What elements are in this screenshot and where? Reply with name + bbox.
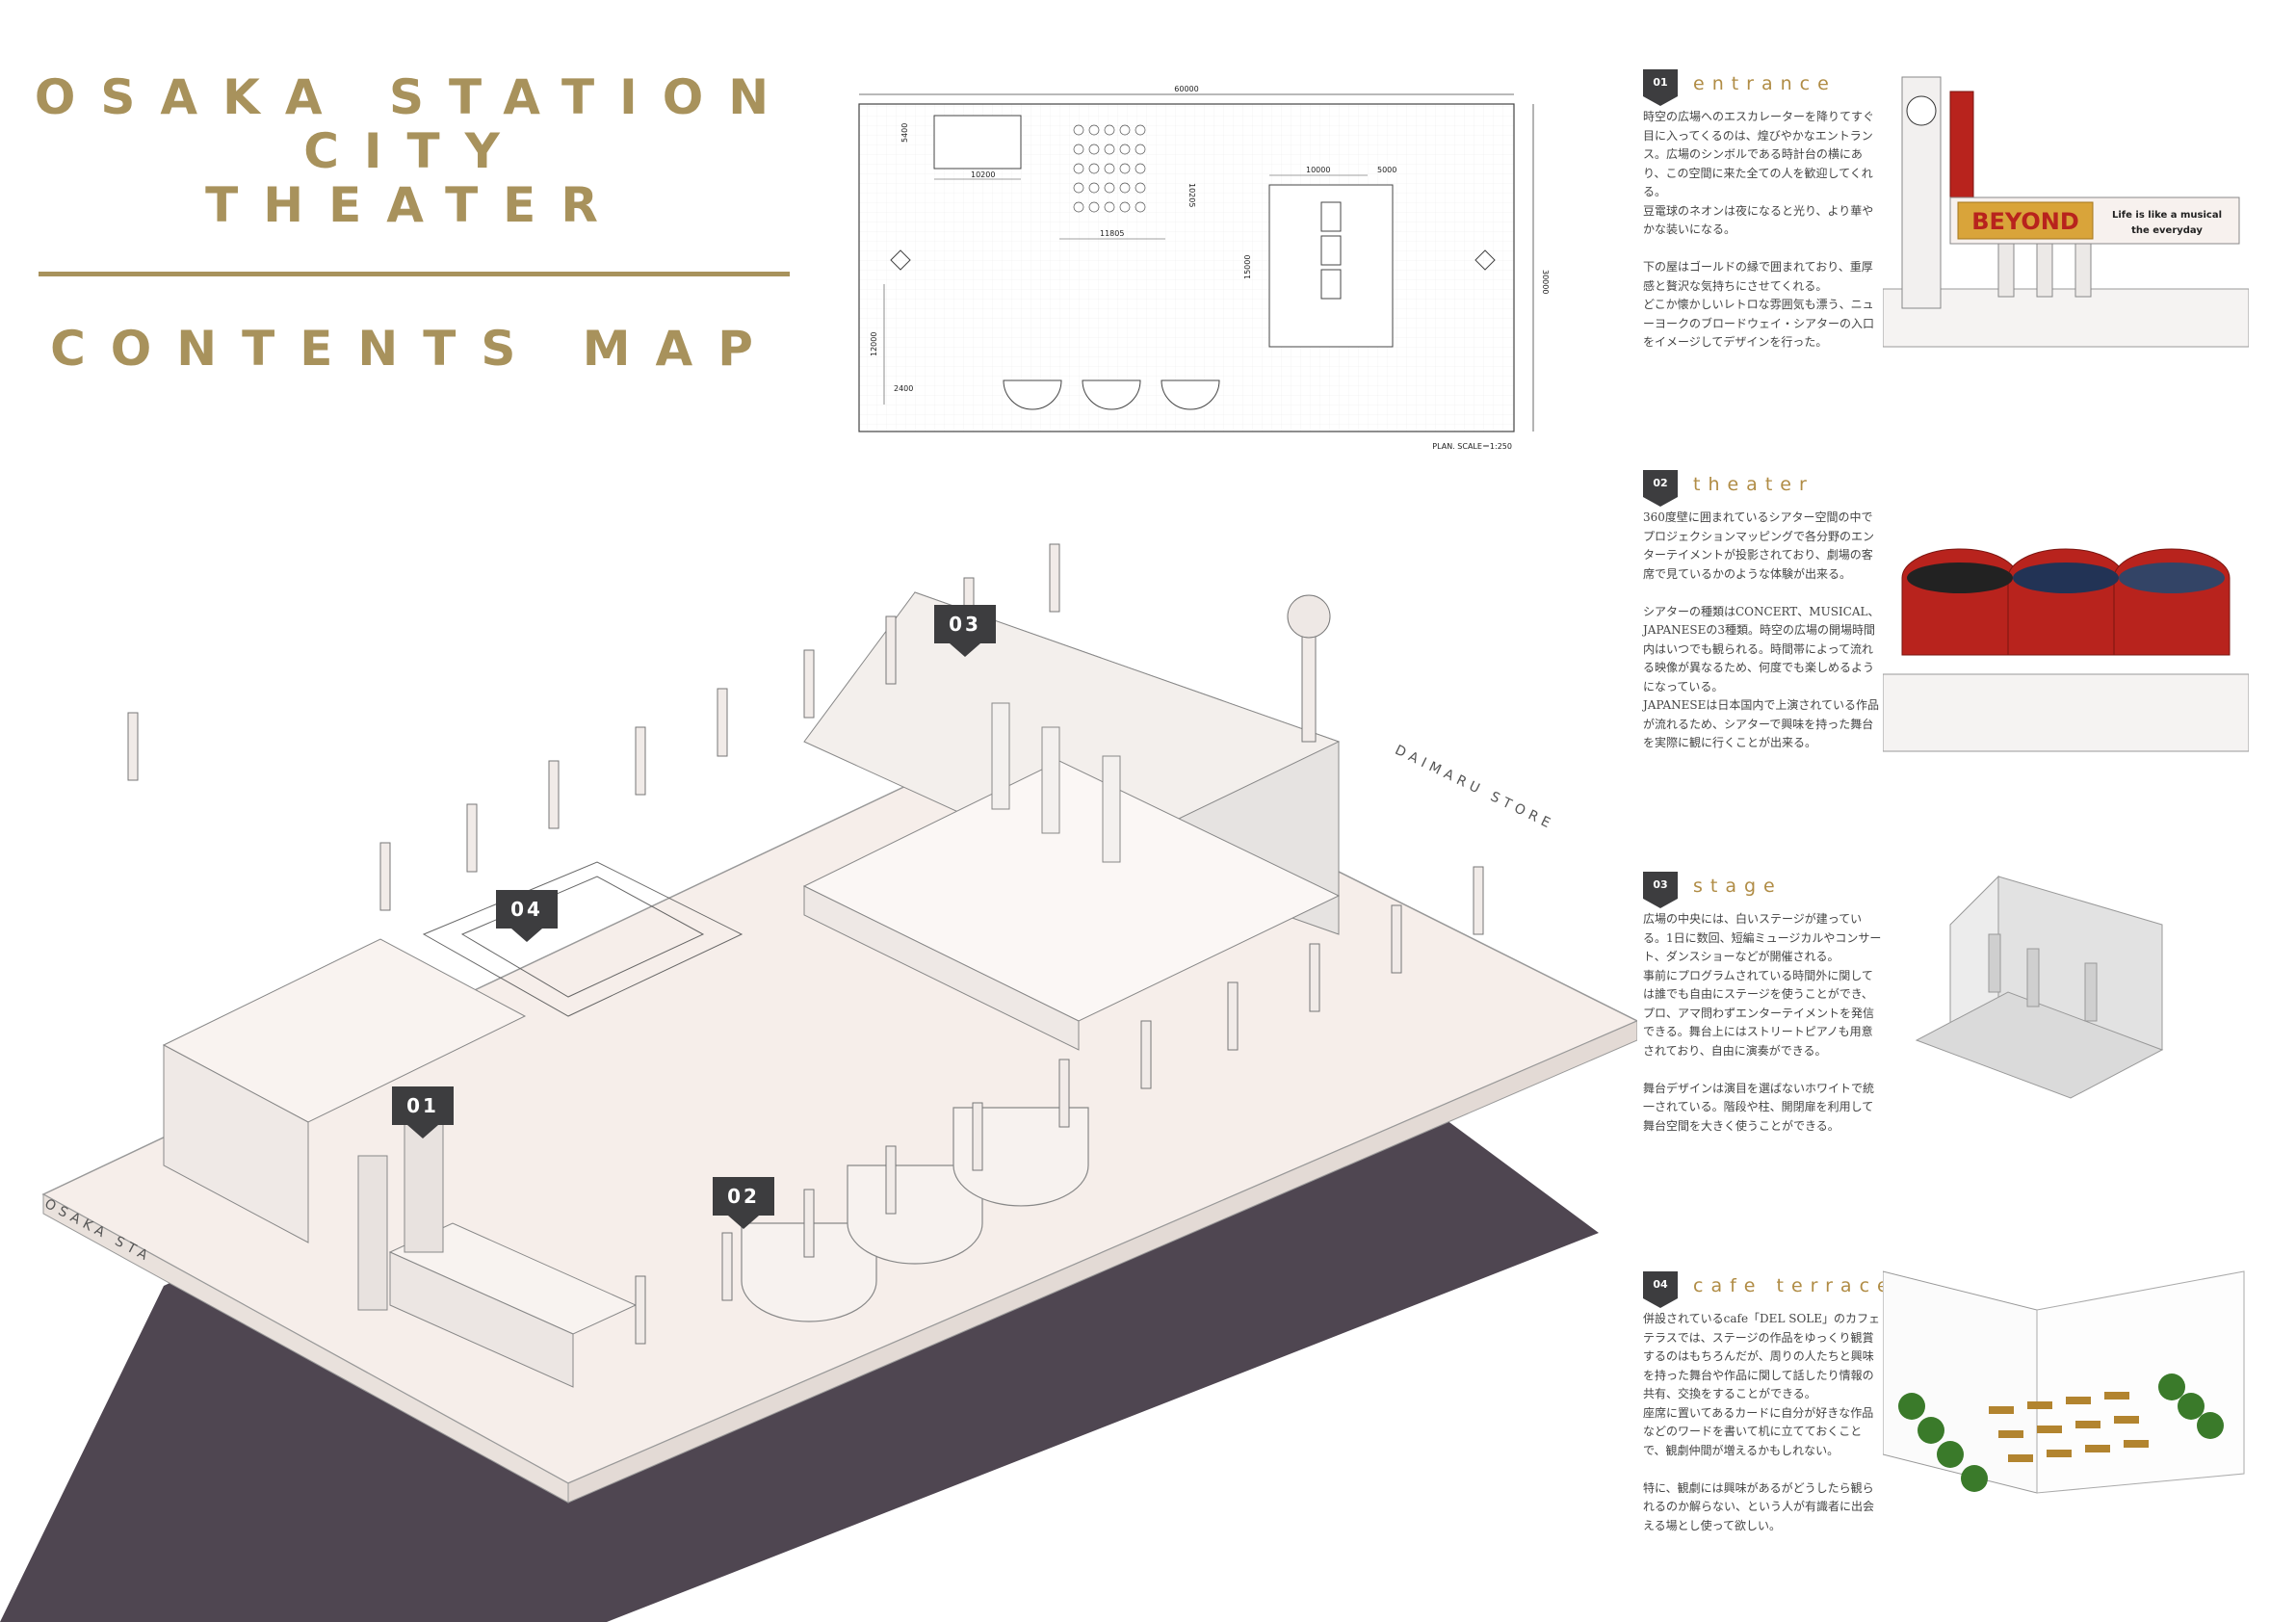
clock-tower: [357, 1155, 388, 1311]
entrance-sign-main: BEYOND: [1971, 208, 2079, 235]
section-03-title: stage: [1693, 876, 1783, 897]
section-03-body: 広場の中央には、白いステージが建っている。1日に数回、短編ミュージカルやコンサー…: [1643, 912, 1882, 1133]
section-04-number: 04: [1643, 1271, 1678, 1308]
section-01-number: 01: [1643, 69, 1678, 106]
plan-dim-1: 5400: [900, 123, 909, 143]
theater-pods: [741, 1107, 1089, 1322]
section-04-title: cafe terrace: [1693, 1275, 1896, 1296]
plan-dim-4: 11805: [1100, 229, 1124, 238]
plan-dim-3: 10205: [1187, 183, 1196, 207]
section-01-title: entrance: [1693, 73, 1837, 94]
plan-dim-7: 15000: [1243, 255, 1252, 279]
plan-seating: [1073, 124, 1146, 213]
section-02-title: theater: [1693, 474, 1814, 495]
title-line-2: CITY: [303, 123, 525, 179]
plan-dim-0: 60000: [1174, 85, 1198, 93]
marker-03: 03: [934, 605, 996, 657]
cafe-illustration: [1883, 1270, 2245, 1494]
plan-dim-2: 10200: [971, 170, 995, 179]
entrance-illustration: BEYOND Life is like a musical the everyd…: [1883, 76, 2249, 348]
subtitle: CONTENTS MAP: [50, 321, 778, 377]
plan-dim-9: 12000: [870, 332, 878, 356]
section-03-number: 03: [1643, 872, 1678, 908]
isometric-map: [0, 543, 1637, 1622]
section-04-body: 併設されているcafe「DEL SOLE」のカフェテラスでは、ステージの作品をゆ…: [1643, 1312, 1881, 1532]
section-02-body: 360度壁に囲まれているシアター空間の中でプロジェクションマッピングで各分野のエ…: [1643, 510, 1880, 749]
title-line-3: THEATER: [205, 177, 623, 233]
theater-illustration: [1883, 548, 2249, 752]
clock-icon: [1906, 95, 1937, 126]
plan-dim-10: 2400: [894, 384, 913, 393]
stage-illustration: [1915, 875, 2164, 1099]
marker-01: 01: [392, 1086, 454, 1138]
plan-dim-5: 10000: [1306, 166, 1330, 174]
section-02-number: 02: [1643, 470, 1678, 507]
entrance-sign-tagline-1: Life is like a musical: [2112, 210, 2222, 221]
title-line-1: OSAKA STATION: [34, 69, 795, 125]
plan-dim-8: 30000: [1541, 270, 1550, 294]
title-divider: [39, 272, 790, 276]
lamp-posts: [127, 543, 1484, 1345]
marker-04: 04: [496, 890, 558, 942]
plan-dim-6: 5000: [1377, 166, 1396, 174]
floor-plan: 60000 30000 5400 10200 10205 11805 10000…: [858, 85, 1550, 451]
entrance-sign-tagline-2: the everyday: [2131, 225, 2203, 236]
section-01-body: 時空の広場へのエスカレーターを降りてすぐ目に入ってくるのは、煌びやかなエントラン…: [1643, 110, 1875, 349]
plan-scale-label: PLAN. SCALE＝1:250: [1432, 442, 1512, 451]
marker-02: 02: [713, 1177, 774, 1229]
